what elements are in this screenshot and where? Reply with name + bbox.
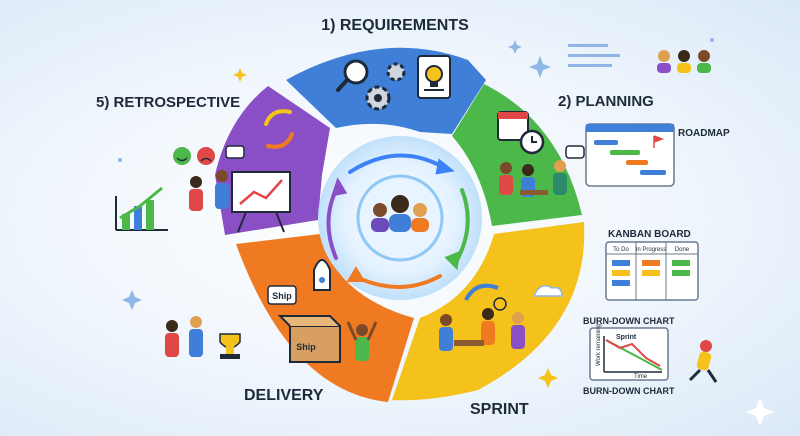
cycle-arrows	[326, 153, 470, 289]
burndown-y-label: Work remaining	[596, 324, 602, 366]
refresh-cycle-icon	[264, 109, 294, 149]
rocket-icon	[313, 259, 331, 291]
burndown-chart	[589, 327, 669, 381]
lightbulb-icon	[425, 65, 443, 87]
stakeholders-group	[568, 44, 711, 73]
ship-tag-1: Ship	[272, 291, 292, 301]
burndown-title-top: BURN-DOWN CHART	[583, 316, 675, 326]
ship-tag-2: Ship	[296, 342, 316, 352]
retro-growth-chart	[115, 186, 168, 231]
kanban-col-inprogress: In Progress	[636, 247, 667, 253]
delivery-team	[165, 316, 203, 357]
kanban-title: KANBAN BOARD	[608, 229, 691, 240]
cloud-icon	[532, 285, 563, 297]
kanban-col-done: Done	[675, 247, 690, 253]
burndown-x-label: Time	[634, 374, 648, 380]
sprint-team	[439, 297, 525, 351]
kanban-board	[605, 241, 699, 301]
stage-label-sprint: SPRINT	[470, 401, 529, 418]
smiley-icon	[173, 147, 191, 165]
celebrating-person	[346, 321, 378, 361]
ship-bubble	[267, 285, 297, 305]
calendar-icon	[497, 111, 529, 141]
team-icon	[371, 195, 429, 232]
stage-label-retrospective: 5) RETROSPECTIVE	[96, 94, 240, 111]
planning-team	[499, 145, 585, 197]
roadmap-label: ROADMAP	[678, 128, 730, 139]
running-person	[688, 340, 718, 383]
roadmap-window	[585, 123, 675, 187]
trophy-icon	[219, 333, 241, 359]
clock-icon	[519, 129, 545, 155]
stage-label-delivery: DELIVERY	[244, 387, 324, 404]
sprint-cycle-arrow	[464, 283, 499, 301]
sad-face-icon	[197, 147, 215, 165]
gear-icon	[365, 62, 406, 111]
burndown-title-bottom: BURN-DOWN CHART	[583, 386, 675, 396]
stage-label-requirements: 1) REQUIREMENTS	[321, 17, 469, 34]
segment-planning	[452, 84, 582, 226]
stage-label-planning: 2) PLANNING	[558, 93, 654, 110]
retro-presentation	[189, 145, 291, 233]
burndown-series-label: Sprint	[616, 334, 637, 341]
box-icon	[277, 315, 341, 363]
magnifier-icon	[336, 59, 369, 92]
kanban-col-todo: To Do	[613, 247, 629, 253]
